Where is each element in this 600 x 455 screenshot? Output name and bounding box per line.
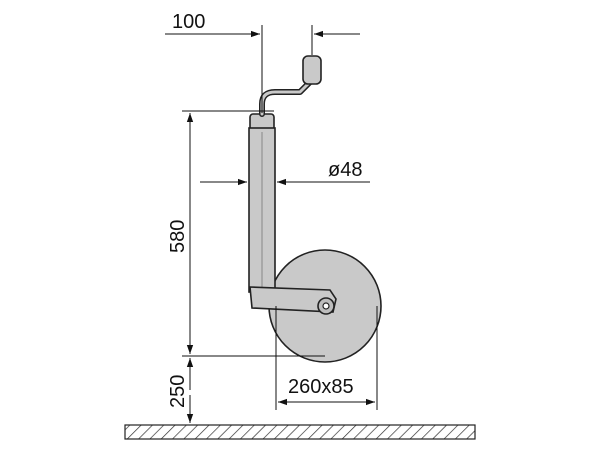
dimension-ground-clearance: 250: [167, 358, 194, 423]
dimension-tube-diameter: ø48: [200, 159, 370, 186]
dimension-handle-offset: 100: [165, 11, 360, 113]
wheel-fork: [249, 286, 337, 315]
label-ground-clearance: 250: [167, 375, 189, 408]
label-height: 580: [167, 220, 189, 253]
crank-handle: [259, 55, 322, 117]
label-handle-offset: 100: [172, 11, 205, 33]
dimension-height: 580: [167, 110, 325, 357]
label-wheel-size: 260x85: [288, 376, 354, 398]
label-tube-diameter: ø48: [328, 159, 362, 181]
dimension-wheel-size: 260x85: [275, 306, 378, 410]
jack-tube: [248, 113, 276, 293]
crank-knob: [302, 55, 322, 85]
ground-hatch: [124, 424, 476, 440]
